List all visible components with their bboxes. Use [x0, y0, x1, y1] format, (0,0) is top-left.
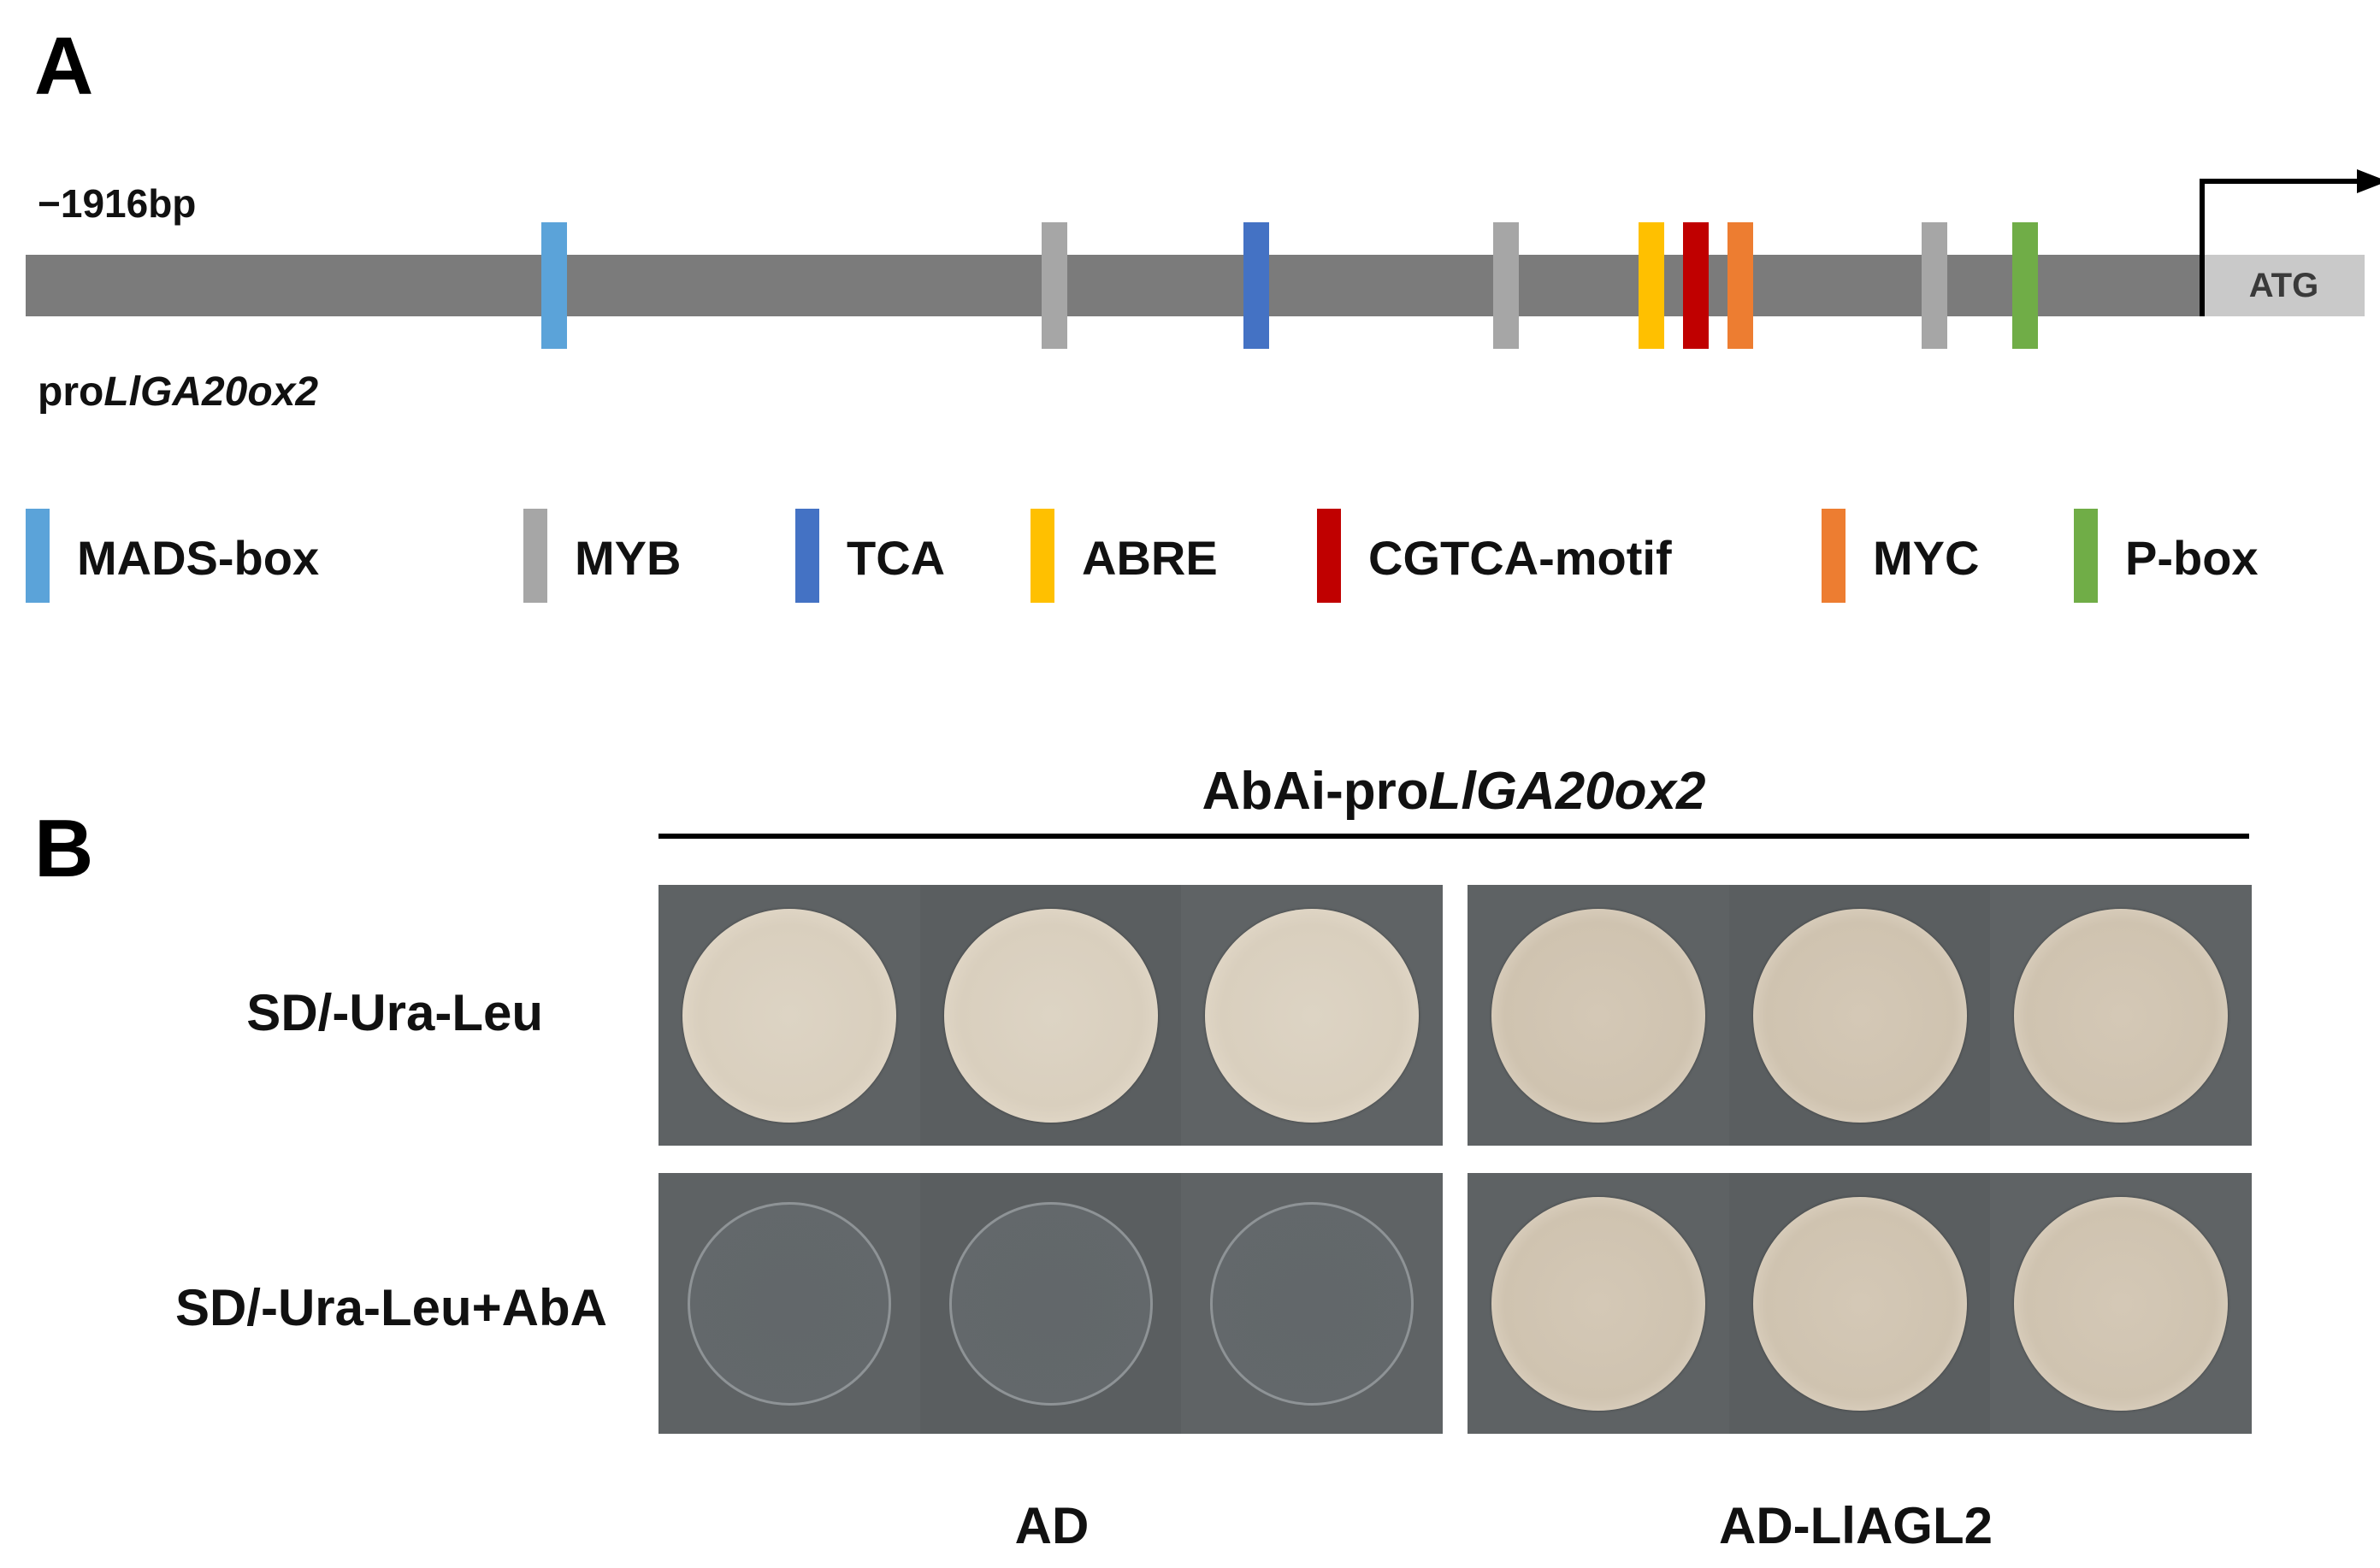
element-mark-myb-2 [1042, 222, 1068, 349]
element-mark-mads-box-1 [541, 222, 568, 349]
yeast-colony [682, 908, 896, 1123]
assay-header: AbAi-proLlGA20ox2 [658, 765, 2249, 818]
element-mark-p-box-9 [2012, 222, 2039, 349]
column-label-ad-llagl2: AD-LlAGL2 [1719, 1497, 1993, 1554]
legend-swatch-mads-box [26, 509, 50, 603]
legend-swatch-myc [1822, 509, 1846, 603]
element-mark-myc-7 [1727, 222, 1753, 349]
plate-sd-ura-leu-aba-ad [658, 1173, 1443, 1434]
element-mark-abre-5 [1638, 222, 1664, 349]
no-growth-spot [687, 1201, 891, 1406]
legend-swatch-abre [1031, 509, 1054, 603]
legend-label-mads-box: MADS-box [77, 531, 320, 585]
assay-header-line [658, 834, 2249, 839]
legend-swatch-p-box [2074, 509, 2098, 603]
legend-swatch-cgtca-motif [1317, 509, 1341, 603]
legend-label-myc: MYC [1873, 531, 1980, 585]
promoter-prefix: pro [38, 369, 104, 415]
yeast-colony [2014, 908, 2229, 1123]
legend-swatch-myb [523, 509, 547, 603]
plate-sd-ura-leu-aba-ad-llagl2 [1468, 1173, 2252, 1434]
row-label-sd-ura-leu-aba: SD/-Ura-Leu+AbA [174, 1279, 607, 1336]
plate-sd-ura-leu-ad-llagl2 [1468, 885, 2252, 1146]
row-label-sd-ura-leu: SD/-Ura-Leu [246, 984, 543, 1041]
panel-a-letter: A [34, 21, 94, 112]
promoter-name: proLlGA20ox2 [38, 372, 318, 413]
yeast-colony [2014, 1196, 2229, 1411]
promoter-track: ATG [26, 218, 2365, 355]
promoter-bar [26, 255, 2203, 316]
panel-b-letter: B [34, 803, 94, 894]
yeast-colony [1752, 908, 1967, 1123]
promoter-length-label: −1916bp [38, 181, 197, 226]
yeast-colony [1491, 1196, 1705, 1411]
legend-label-cgtca-motif: CGTCA-motif [1368, 531, 1672, 585]
plate-sd-ura-leu-ad [658, 885, 1443, 1146]
promoter-gene: LlGA20ox2 [103, 369, 319, 415]
legend-label-abre: ABRE [1082, 531, 1218, 585]
element-legend: MADS-box MYB TCA ABRE CGTCA-motif MYC P-box [0, 509, 2380, 611]
legend-label-tca: TCA [847, 531, 946, 585]
no-growth-spot [1210, 1201, 1414, 1406]
assay-header-prefix: AbAi-pro [1202, 762, 1429, 821]
yeast-colony [943, 908, 1158, 1123]
assay-header-gene: LlGA20ox2 [1428, 762, 1706, 821]
atg-box: ATG [2203, 255, 2365, 316]
no-growth-spot [948, 1201, 1153, 1406]
legend-label-p-box: P-box [2125, 531, 2259, 585]
legend-label-myb: MYB [575, 531, 682, 585]
transcription-start-arrow [2200, 169, 2380, 316]
legend-swatch-tca [795, 509, 819, 603]
yeast-colony [1752, 1196, 1967, 1411]
element-mark-myb-4 [1493, 222, 1520, 349]
yeast-colony [1205, 908, 1420, 1123]
element-mark-tca-3 [1243, 222, 1269, 349]
column-label-ad: AD [1014, 1497, 1090, 1554]
yeast-colony [1491, 908, 1705, 1123]
element-mark-myb-8 [1921, 222, 1947, 349]
element-mark-cgtca-motif-6 [1682, 222, 1709, 349]
